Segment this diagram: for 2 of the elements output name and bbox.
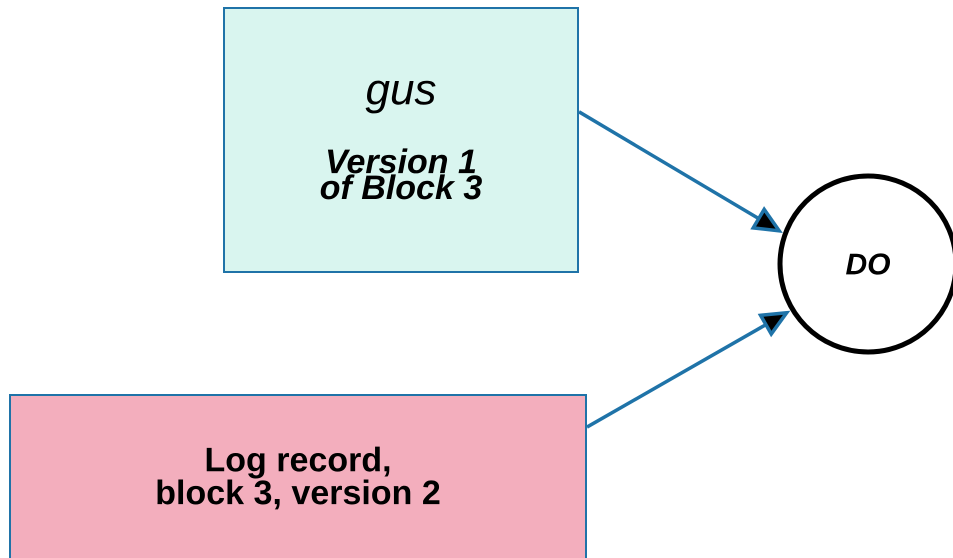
process-box: Log record, block 3, version 2 (9, 394, 587, 558)
process-box: gus Version 1 of Block 3 (223, 7, 579, 273)
